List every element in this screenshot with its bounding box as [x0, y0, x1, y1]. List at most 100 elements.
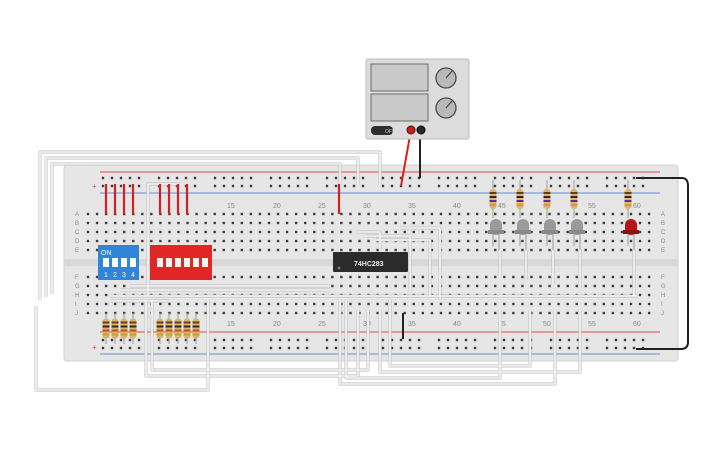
hole[interactable] [376, 275, 379, 279]
hole[interactable] [231, 311, 234, 315]
hole[interactable] [430, 239, 434, 243]
hole[interactable] [638, 293, 642, 297]
hole[interactable] [475, 248, 479, 252]
hole[interactable] [376, 212, 379, 216]
hole[interactable] [421, 311, 425, 315]
hole[interactable] [358, 284, 361, 288]
hole[interactable] [485, 248, 488, 252]
hole[interactable] [611, 248, 615, 252]
hole[interactable] [322, 275, 325, 279]
hole[interactable] [294, 212, 298, 216]
hole[interactable] [195, 221, 198, 225]
hole[interactable] [222, 338, 226, 342]
hole[interactable] [399, 346, 403, 350]
hole[interactable] [585, 176, 589, 180]
hole[interactable] [123, 284, 126, 288]
resistor[interactable] [111, 313, 119, 344]
hole[interactable] [430, 284, 434, 288]
hole[interactable] [632, 338, 636, 342]
hole[interactable] [638, 230, 642, 234]
hole[interactable] [304, 230, 307, 234]
resistor[interactable] [516, 180, 524, 218]
hole[interactable] [421, 248, 425, 252]
hole[interactable] [276, 230, 280, 234]
hole[interactable] [381, 184, 385, 188]
hole[interactable] [294, 230, 298, 234]
hole[interactable] [119, 184, 123, 188]
hole[interactable] [150, 212, 153, 216]
hole[interactable] [249, 221, 253, 225]
hole[interactable] [620, 284, 624, 288]
hole[interactable] [376, 221, 379, 225]
hole[interactable] [95, 248, 99, 252]
hole[interactable] [184, 176, 188, 180]
hole[interactable] [322, 212, 325, 216]
hole[interactable] [304, 239, 307, 243]
hole[interactable] [184, 346, 188, 350]
hole[interactable] [399, 338, 403, 342]
hole[interactable] [475, 311, 479, 315]
hole[interactable] [367, 302, 370, 306]
hole[interactable] [403, 284, 406, 288]
hole[interactable] [417, 184, 421, 188]
hole[interactable] [240, 275, 244, 279]
resistor[interactable] [129, 313, 137, 344]
hole[interactable] [213, 212, 216, 216]
hole[interactable] [349, 221, 352, 225]
hole[interactable] [394, 302, 397, 306]
hole[interactable] [502, 346, 506, 350]
hole[interactable] [457, 212, 461, 216]
hole[interactable] [86, 284, 90, 288]
hole[interactable] [340, 284, 343, 288]
hole[interactable] [466, 230, 470, 234]
hole[interactable] [168, 230, 171, 234]
hole[interactable] [304, 221, 307, 225]
hole[interactable] [86, 302, 90, 306]
hole[interactable] [473, 176, 477, 180]
hole[interactable] [629, 212, 633, 216]
hole[interactable] [620, 248, 624, 252]
hole[interactable] [166, 176, 170, 180]
hole[interactable] [101, 346, 105, 350]
hole[interactable] [623, 176, 627, 180]
hole[interactable] [249, 239, 253, 243]
hole[interactable] [530, 302, 533, 306]
hole[interactable] [276, 275, 280, 279]
hole[interactable] [141, 239, 144, 243]
hole[interactable] [128, 346, 132, 350]
hole[interactable] [611, 239, 615, 243]
hole[interactable] [231, 230, 234, 234]
hole[interactable] [632, 346, 636, 350]
hole[interactable] [95, 221, 99, 225]
hole[interactable] [403, 212, 406, 216]
hole[interactable] [141, 275, 144, 279]
hole[interactable] [647, 212, 651, 216]
dip-toggle[interactable] [193, 258, 199, 267]
hole[interactable] [381, 338, 385, 342]
hole[interactable] [278, 346, 282, 350]
hole[interactable] [367, 221, 370, 225]
hole[interactable] [104, 302, 108, 306]
hole[interactable] [132, 302, 135, 306]
hole[interactable] [141, 302, 144, 306]
hole[interactable] [530, 221, 533, 225]
resistor[interactable] [624, 180, 632, 218]
hole[interactable] [331, 239, 334, 243]
hole[interactable] [137, 184, 141, 188]
hole[interactable] [548, 311, 551, 315]
hole[interactable] [294, 311, 298, 315]
hole[interactable] [86, 248, 90, 252]
hole[interactable] [132, 239, 135, 243]
hole[interactable] [623, 338, 627, 342]
hole[interactable] [548, 212, 551, 216]
hole[interactable] [331, 230, 334, 234]
hole[interactable] [503, 302, 506, 306]
hole[interactable] [285, 221, 289, 225]
hole[interactable] [558, 184, 562, 188]
hole[interactable] [285, 275, 289, 279]
hole[interactable] [485, 284, 488, 288]
hole[interactable] [361, 346, 365, 350]
hole[interactable] [104, 221, 108, 225]
resistor[interactable] [174, 313, 182, 344]
hole[interactable] [331, 248, 334, 252]
